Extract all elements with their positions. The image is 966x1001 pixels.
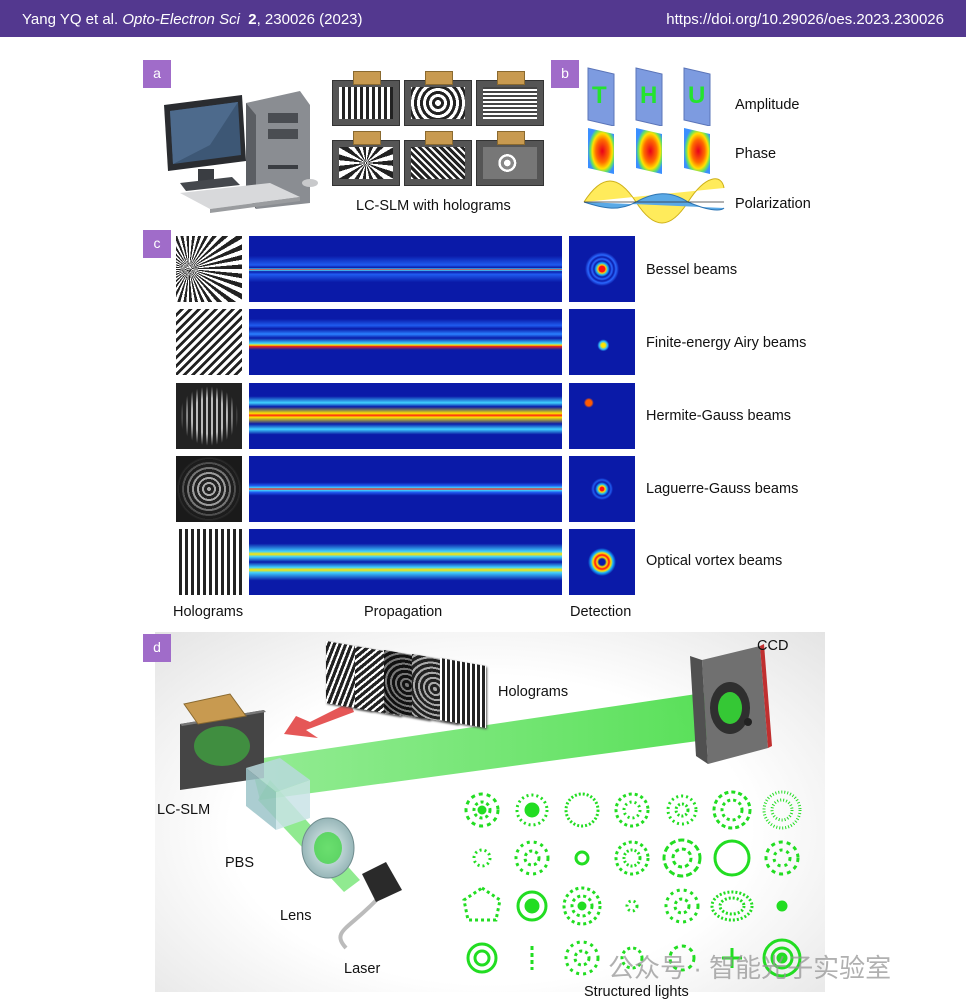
hologram-hermite-gauss (176, 383, 242, 449)
hologram-card-5 (440, 657, 486, 729)
structured-lights-grid (462, 790, 802, 978)
detection-hermite-gauss (569, 383, 635, 449)
slm-grating-vertical (332, 71, 400, 126)
amplitude-masks (587, 67, 711, 126)
citation: Yang YQ et al. Opto-Electron Sci 2, 2300… (22, 11, 363, 28)
column-label-propagation: Propagation (364, 604, 443, 620)
label-laser: Laser (344, 961, 381, 977)
label-pbs: PBS (225, 855, 255, 871)
panel-a-caption: LC-SLM with holograms (356, 198, 511, 214)
computer-illustration (164, 91, 318, 213)
label-structured-lights: Structured lights (584, 984, 689, 1000)
label-ccd: CCD (757, 638, 789, 654)
phase-masks (588, 128, 710, 174)
panel-c-tag: c (143, 230, 171, 258)
propagation-bessel (249, 236, 562, 302)
detection-laguerre-gauss (569, 456, 635, 522)
hologram-bessel (176, 236, 242, 302)
propagation-optical-vortex (249, 529, 562, 595)
column-label-holograms: Holograms (173, 604, 244, 620)
hologram-optical-vortex (176, 529, 242, 595)
panel-a-tag: a (143, 60, 171, 88)
amplitude-letter-u: U (688, 82, 706, 109)
label-polarization: Polarization (735, 196, 811, 212)
slm-airy-phase (404, 131, 472, 186)
row-label-laguerre-gauss: Laguerre-Gauss beams (646, 481, 799, 497)
detection-bessel (569, 236, 635, 302)
doi-link[interactable]: https://doi.org/10.29026/oes.2023.230026 (666, 11, 944, 28)
panel-b-tag: b (551, 60, 579, 88)
row-label-optical-vortex: Optical vortex beams (646, 553, 783, 569)
row-label-airy: Finite-energy Airy beams (646, 335, 807, 351)
hologram-airy (176, 309, 242, 375)
detection-optical-vortex (569, 529, 635, 595)
amplitude-letter-h: H (640, 82, 658, 109)
page-header: Yang YQ et al. Opto-Electron Sci 2, 2300… (0, 0, 966, 37)
slm-fresnel-lens (404, 71, 472, 126)
amplitude-letter-t: T (592, 82, 607, 109)
label-amplitude: Amplitude (735, 97, 800, 113)
hologram-laguerre-gauss (176, 456, 242, 522)
panel-d-tag: d (143, 634, 171, 662)
slm-hermite-phase (476, 131, 544, 186)
slm-grating-horizontal (476, 71, 544, 126)
label-lens: Lens (280, 908, 312, 924)
detection-airy (569, 309, 635, 375)
label-phase: Phase (735, 146, 777, 162)
column-label-detection: Detection (570, 604, 632, 620)
wechat-watermark: 公众号 · 智能光子实验室 (608, 953, 892, 983)
propagation-airy (249, 309, 562, 375)
propagation-hermite-gauss (249, 383, 562, 449)
slm-fork-spiral (332, 131, 400, 186)
propagation-laguerre-gauss (249, 456, 562, 522)
row-label-bessel: Bessel beams (646, 262, 738, 278)
label-holograms: Holograms (498, 684, 569, 700)
row-label-hermite-gauss: Hermite-Gauss beams (646, 408, 792, 424)
optical-setup-diagram (180, 644, 772, 950)
polarization-wave (583, 178, 725, 224)
label-lc-slm: LC-SLM (157, 802, 211, 818)
